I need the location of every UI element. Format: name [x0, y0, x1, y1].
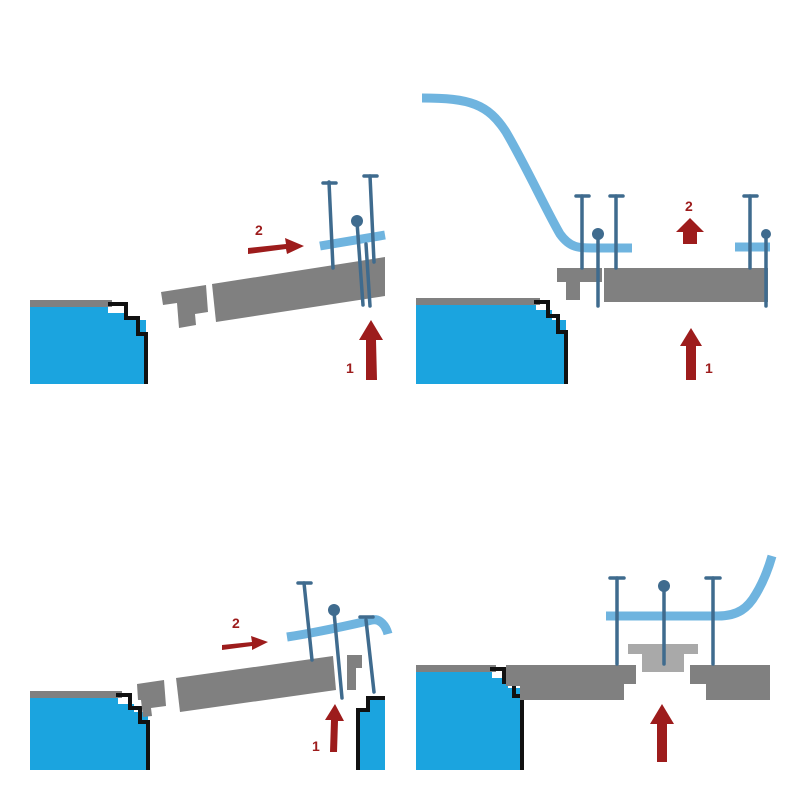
- pool-water: [416, 672, 522, 770]
- arrow-2-horizontal: 2: [248, 222, 304, 254]
- panel-bottom-right: [416, 554, 777, 770]
- small-stone: [161, 285, 208, 328]
- stone-slab: [604, 268, 768, 302]
- pool-water: [416, 305, 566, 384]
- coping-edge: [534, 300, 568, 384]
- panel-top-left: 2 1: [30, 174, 386, 384]
- coping-top: [30, 300, 112, 307]
- arrow-label-2: 2: [685, 198, 693, 214]
- coping-edge: [116, 693, 150, 770]
- small-stone: [557, 268, 602, 300]
- stone-slab: [212, 257, 385, 322]
- arrow-1-vertical: 1: [680, 328, 713, 380]
- pool-water: [30, 307, 146, 384]
- arrow-1-vertical: 1: [312, 704, 344, 754]
- lifter-frame: [319, 230, 386, 251]
- lifter-frame: [286, 615, 393, 642]
- arrow-label-1: 1: [705, 360, 713, 376]
- lifter-rods: [608, 576, 722, 666]
- arrow-label-2: 2: [232, 615, 240, 631]
- pool-water: [30, 698, 148, 770]
- arrow-2-horizontal: 2: [222, 615, 268, 650]
- coping-top: [30, 691, 122, 698]
- coping-edge: [108, 302, 148, 384]
- lifter-frame: [606, 554, 777, 621]
- coping-top: [416, 665, 496, 672]
- pool-water-right: [358, 700, 385, 770]
- lifter-rods: [321, 174, 379, 308]
- coping-top: [416, 298, 540, 305]
- arrow-up: [650, 704, 674, 762]
- stone-slab: [176, 656, 336, 712]
- panel-top-right: 2 1: [416, 93, 771, 384]
- slab-end-block: [347, 655, 362, 690]
- stone-slab-left: [506, 665, 636, 700]
- stone-slab-right: [690, 665, 770, 700]
- small-stone: [137, 680, 166, 717]
- arrow-1-vertical: 1: [346, 320, 383, 380]
- arrow-label-1: 1: [346, 360, 354, 376]
- lifter-hose: [421, 93, 632, 253]
- arrow-2-up: 2: [676, 198, 704, 244]
- lifter-rods: [574, 194, 771, 308]
- panel-bottom-left: 2 1: [30, 581, 393, 770]
- coping-edge-right: [356, 696, 385, 770]
- arrow-label-1: 1: [312, 738, 320, 754]
- lifter-rods: [296, 581, 376, 700]
- arrow-label-2: 2: [255, 222, 263, 238]
